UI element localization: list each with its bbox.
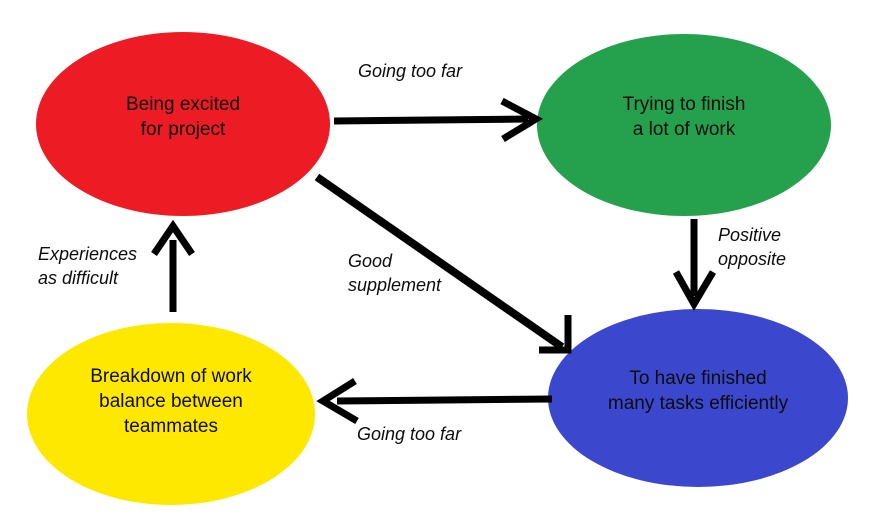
edge-excited-to-finished-diagonal: [314, 173, 572, 354]
edge-line-good-supplement: [314, 173, 565, 351]
node-ellipse-breakdown[interactable]: [27, 323, 315, 505]
edge-label-positive-opposite: Positive opposite: [718, 225, 787, 269]
arrowhead-up-left: [151, 219, 195, 256]
arrowhead-right-top: [500, 97, 544, 142]
arrowhead-left-bottom: [316, 378, 359, 425]
arrowhead-diagonal-downright: [539, 315, 572, 354]
node-ellipse-finished-efficiently[interactable]: [548, 309, 848, 487]
edge-finish-lot-to-finished: [672, 219, 717, 311]
edge-line-going-too-far-top: [333, 115, 529, 125]
node-ellipse-excited[interactable]: [36, 32, 330, 216]
edge-label-good-supplement: Good supplement: [348, 251, 442, 295]
edge-label-experiences-as-difficult: Experiences as difficult: [38, 244, 138, 288]
edge-finished-to-breakdown: [316, 378, 553, 425]
edge-label-going-too-far-bottom: Going too far: [357, 424, 462, 444]
edge-label-going-too-far-top: Going too far: [358, 61, 463, 81]
arrowhead-down-right: [672, 270, 717, 311]
edge-breakdown-to-excited: [151, 219, 195, 312]
edge-line-going-too-far-bottom: [336, 395, 553, 405]
edge-excited-to-finish-lot: [333, 97, 544, 142]
node-ellipse-finish-lot[interactable]: [537, 34, 831, 216]
